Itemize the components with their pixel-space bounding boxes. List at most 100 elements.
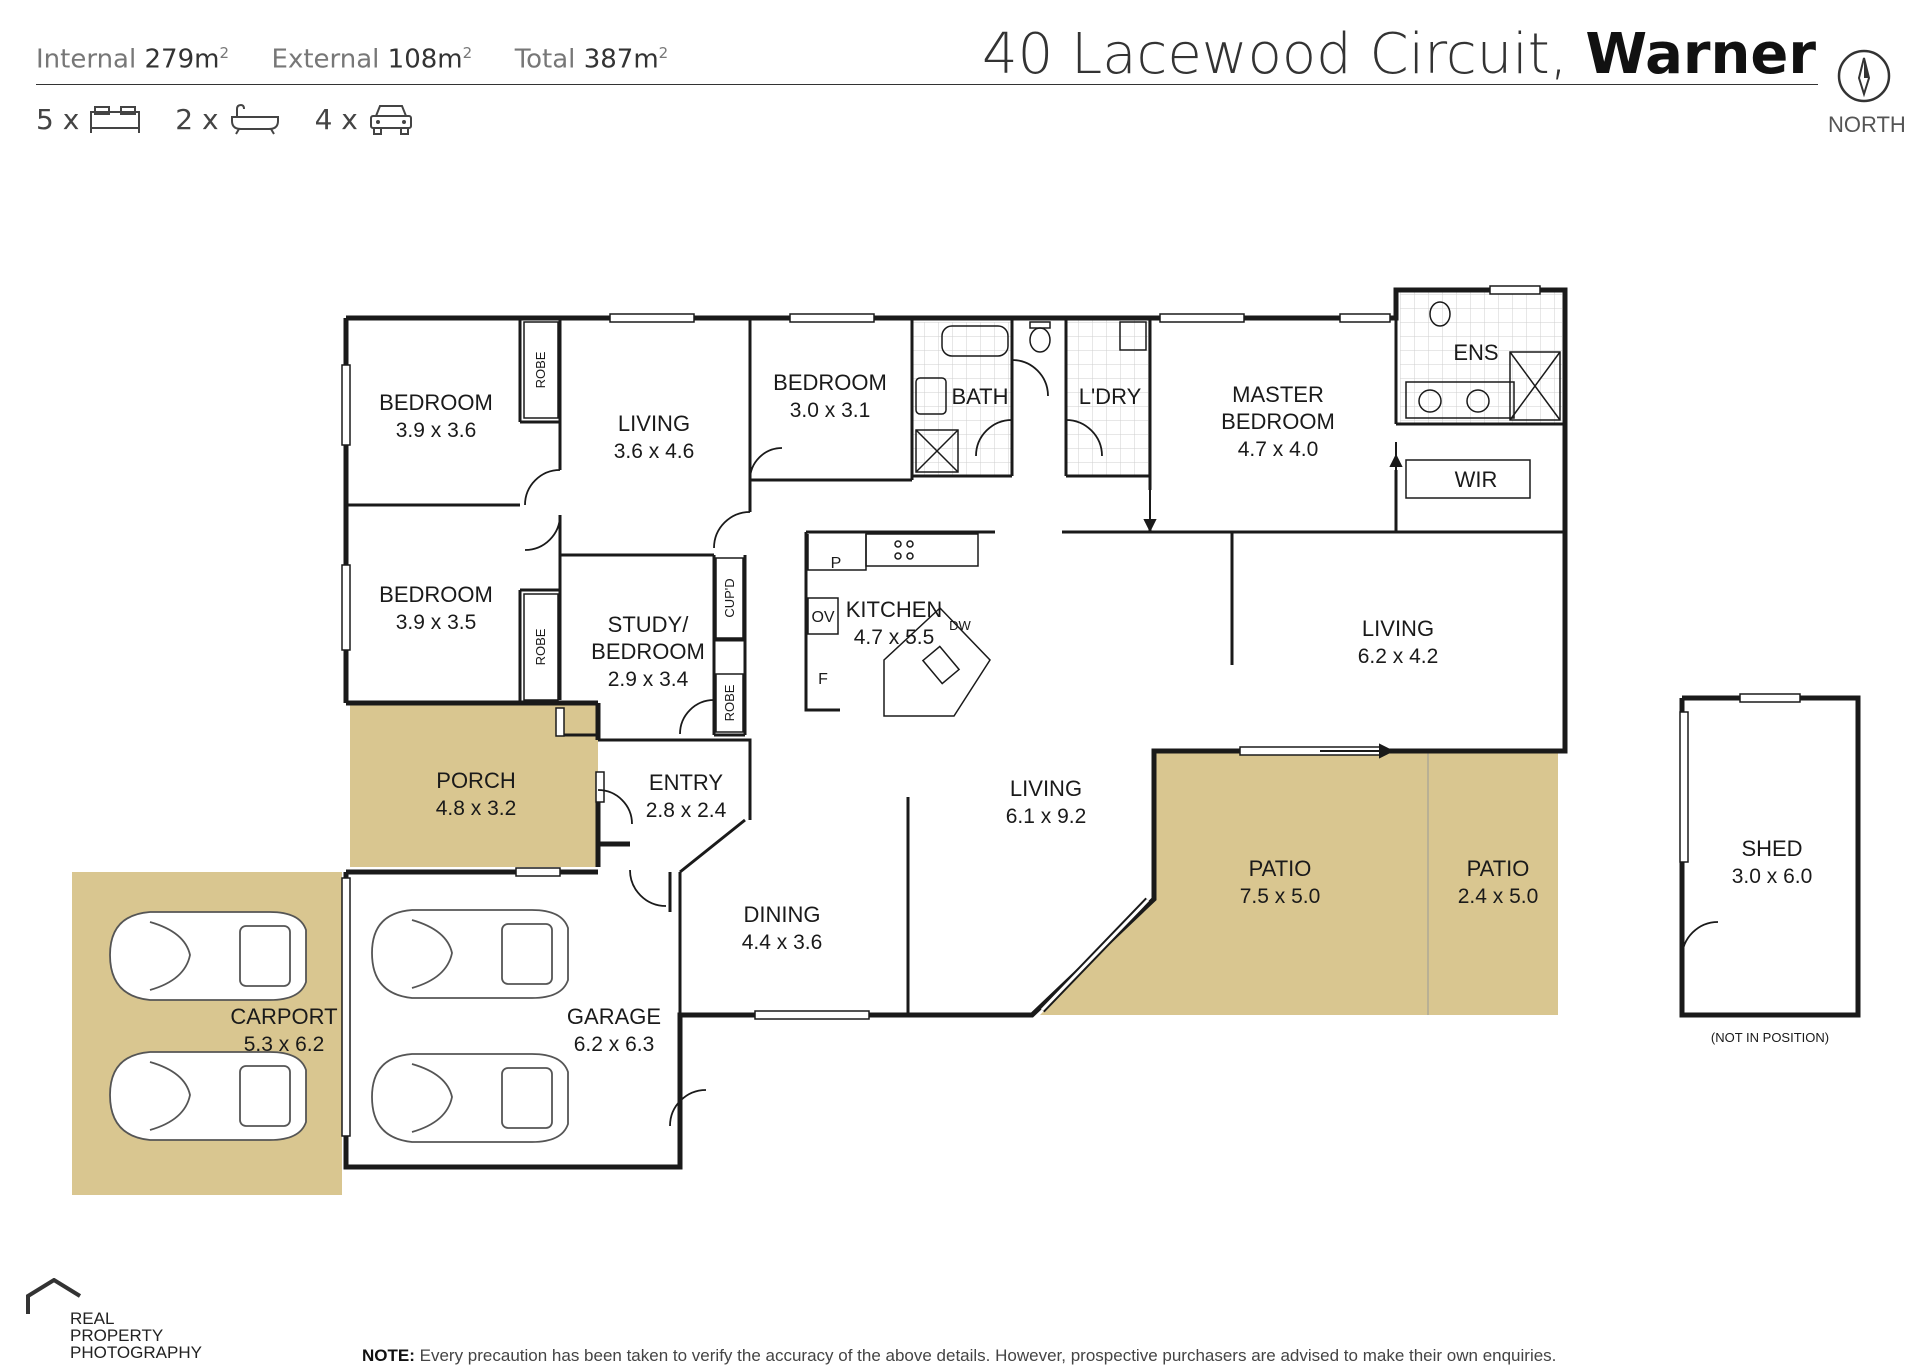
property-address: 40 Lacewood Circuit, Warner	[982, 22, 1816, 87]
bedroom-1-name: BEDROOM	[379, 390, 493, 415]
address-street: 40 Lacewood Circuit,	[981, 22, 1568, 87]
wir-shelf	[1405, 459, 1531, 499]
master-size: 4.7 x 4.0	[1238, 438, 1319, 461]
internal-label: Internal	[36, 44, 137, 75]
study-size: 2.9 x 3.4	[608, 668, 689, 691]
total-label: Total	[514, 44, 576, 75]
car-icon	[109, 911, 307, 1001]
bedroom-3-name: BEDROOM	[773, 370, 887, 395]
bath-name: BATH	[951, 384, 1008, 409]
master-name-2: BEDROOM	[1221, 409, 1335, 434]
garage-size: 6.2 x 6.3	[574, 1033, 655, 1056]
north-arrow-icon	[1837, 49, 1891, 103]
cupboard-label: CUP'D	[722, 578, 737, 617]
area-unit-sup: 2	[462, 44, 473, 62]
bedroom-count: 5 x	[36, 103, 141, 136]
porch-size: 4.8 x 3.2	[436, 797, 517, 820]
wir-name: WIR	[1455, 467, 1498, 492]
living-1-size: 3.6 x 4.6	[614, 440, 695, 463]
ensuite-toilet-fixture	[1429, 301, 1451, 327]
internal-value: 279m	[144, 44, 220, 75]
dining-size: 4.4 x 3.6	[742, 931, 823, 954]
car-icon	[369, 105, 412, 135]
car-icon	[371, 1053, 569, 1143]
shed-name: SHED	[1741, 836, 1802, 861]
external-label: External	[271, 44, 380, 75]
entry-size: 2.8 x 2.4	[646, 799, 727, 822]
pantry-label: P	[831, 555, 842, 572]
logo-line-3: PHOTOGRAPHY	[70, 1343, 202, 1362]
shed-note: (NOT IN POSITION)	[1711, 1030, 1829, 1045]
study-name-2: BEDROOM	[591, 639, 705, 664]
study-name-1: STUDY/	[608, 612, 690, 637]
laundry-name: L'DRY	[1079, 384, 1142, 409]
ensuite-tiles	[1400, 292, 1562, 424]
door-swings	[524, 359, 1719, 1127]
feature-counts: 5 x 2 x 4 x	[36, 102, 448, 136]
toilet-fixture	[1029, 327, 1051, 353]
patio-2-size: 2.4 x 5.0	[1458, 885, 1539, 908]
patio-area-2	[1428, 751, 1558, 1015]
address-suburb: Warner	[1585, 22, 1816, 87]
cars	[109, 909, 569, 1143]
bedroom-3-size: 3.0 x 3.1	[790, 399, 871, 422]
patio-1-name: PATIO	[1249, 856, 1312, 881]
area-unit-sup: 2	[219, 44, 229, 62]
living-3-name: LIVING	[1010, 776, 1082, 801]
bedroom-1-size: 3.9 x 3.6	[396, 419, 477, 442]
bathroom-count: 2 x	[175, 103, 280, 136]
laundry-tiles	[1066, 316, 1150, 476]
patio-2-name: PATIO	[1467, 856, 1530, 881]
external-value: 108m	[387, 44, 463, 75]
total-value: 387m	[583, 44, 659, 75]
area-unit-sup: 2	[658, 44, 669, 62]
oven-label: OV	[811, 609, 834, 626]
robe-2	[523, 593, 559, 701]
cooktop-bench	[865, 533, 979, 567]
kitchen-size: 4.7 x 5.5	[854, 626, 935, 649]
entry-name: ENTRY	[649, 770, 723, 795]
disclaimer-note: NOTE: Every precaution has been taken to…	[362, 1346, 1556, 1366]
robe-label: ROBE	[533, 628, 548, 665]
garage-name: GARAGE	[567, 1004, 661, 1029]
area-summary: Internal 279m2 External 108m2 Total 387m…	[36, 44, 668, 75]
dining-name: DINING	[744, 902, 821, 927]
robe-label: ROBE	[533, 351, 548, 388]
fridge-label: F	[818, 671, 828, 688]
bed-icon	[90, 106, 141, 133]
bathtub-icon	[230, 103, 279, 135]
room-labels: BEDROOM 3.9 x 3.6 BEDROOM 3.9 x 3.5 LIVI…	[230, 340, 1829, 1056]
bedroom-count-text: 5 x	[36, 102, 80, 136]
kitchen-name: KITCHEN	[846, 597, 943, 622]
robe-1	[523, 321, 559, 419]
patio-1-size: 7.5 x 5.0	[1240, 885, 1321, 908]
arrows	[1143, 442, 1403, 759]
living-2-name: LIVING	[1362, 616, 1434, 641]
bedroom-2-size: 3.9 x 3.5	[396, 611, 477, 634]
ensuite-name: ENS	[1453, 340, 1498, 365]
car-icon	[371, 909, 569, 999]
robe-label: ROBE	[722, 684, 737, 721]
carport-size: 5.3 x 6.2	[244, 1033, 325, 1056]
ensuite-shower-fixture	[1509, 351, 1561, 421]
shed-size: 3.0 x 6.0	[1732, 865, 1813, 888]
master-name-1: MASTER	[1232, 382, 1324, 407]
living-2-size: 6.2 x 4.2	[1358, 645, 1439, 668]
bathroom-count-text: 2 x	[175, 102, 219, 136]
basin-fixture	[915, 377, 947, 415]
car-icon	[109, 1051, 307, 1141]
interior-walls	[346, 318, 1565, 1167]
porch-name: PORCH	[436, 768, 515, 793]
north-label: NORTH	[1828, 112, 1906, 137]
note-text: Every precaution has been taken to verif…	[419, 1346, 1557, 1365]
parking-count-text: 4 x	[314, 102, 358, 136]
living-3-size: 6.1 x 9.2	[1006, 805, 1087, 828]
logo-line-2: PROPERTY	[70, 1326, 164, 1345]
living-1-name: LIVING	[618, 411, 690, 436]
laundry-tub-fixture	[1119, 321, 1147, 351]
parking-count: 4 x	[315, 102, 414, 136]
shower-fixture	[915, 429, 959, 473]
robe-3	[715, 673, 744, 733]
fixtures	[523, 301, 1561, 733]
